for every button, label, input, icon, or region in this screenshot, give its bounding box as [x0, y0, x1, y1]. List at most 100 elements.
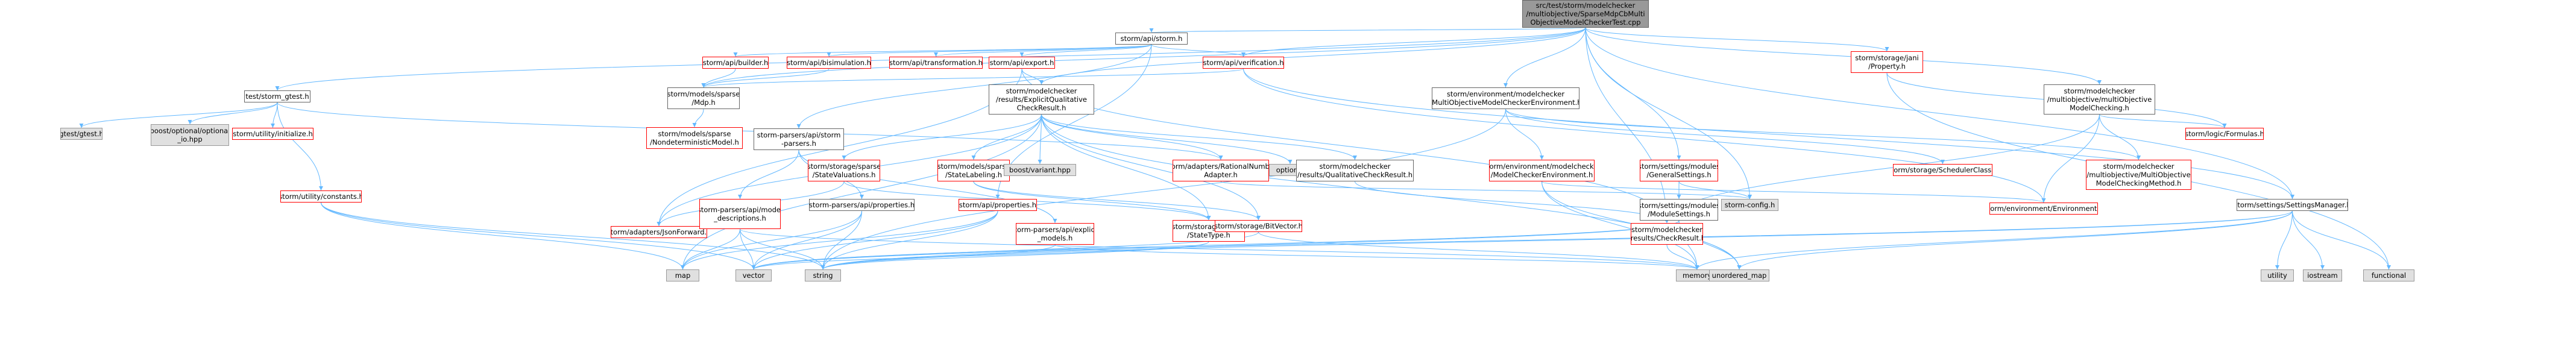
edge-storm_api_storm-to-storm_api_verification — [1151, 44, 1245, 57]
edge-storm_settings_manager-to-string — [820, 210, 2293, 270]
node-storm-api-builder[interactable]: storm/api/builder.h — [702, 57, 769, 69]
edge-storm_mc_multiobj_checking-to-storm_env_environment — [2041, 114, 2100, 203]
edge-storm_utility_constants-to-string — [321, 202, 825, 270]
node-storm-api-transformation[interactable]: storm/api/transformation.h — [889, 57, 983, 69]
edge-storm_api_storm-to-storm_api_transformation — [934, 44, 1152, 57]
edge-storm_mc_explicit_qual-to-storm_adapters_rational — [1041, 114, 1223, 160]
edge-root-to-storm_api_verification — [1241, 27, 1586, 57]
node-boost-optional-io: boost/optional/optional _io.hpp — [151, 124, 229, 146]
edge-storm_api_storm-to-storm_api_bisimulation — [827, 44, 1152, 57]
edge-storm_models_sparse_mdp-to-storm_models_sparse_nondet — [692, 108, 704, 128]
node-storm-mc-multiobj-method[interactable]: storm/modelchecker /multiobjective/Multi… — [2086, 160, 2191, 190]
edge-test_storm_gtest-to-boost_optional_io — [187, 102, 278, 125]
node-storm-env-modelchecker-env[interactable]: storm/environment/modelchecker /ModelChe… — [1489, 160, 1595, 181]
node-memory: memory — [1676, 269, 1718, 281]
node-test-storm-gtest[interactable]: test/storm_gtest.h — [244, 90, 310, 102]
node-storm-settings-general[interactable]: storm/settings/modules /GeneralSettings.… — [1640, 160, 1718, 181]
node-storm-env-environment[interactable]: storm/environment/Environment.h — [1989, 203, 2098, 215]
edge-storm_models_sparse_statelabeling-to-storm_storage_bitvector — [973, 181, 1261, 221]
edge-storm_env_multiobj_env-to-storm_storage_scheduler_class — [1505, 108, 1945, 165]
edge-storm_parsers_model_desc-to-map — [681, 228, 740, 270]
node-storm-models-sparse-nondet[interactable]: storm/models/sparse /NondeterministicMod… — [646, 127, 743, 149]
edge-storm_utility_constants-to-map — [321, 202, 685, 270]
edge-storm_mc_multiobj_checking-to-storm_logic_formulas — [2099, 114, 2227, 128]
edge-root-to-storm_mc_multiobj_checking — [1585, 27, 2102, 85]
edge-storm_env_multiobj_env-to-storm_env_modelchecker_env — [1505, 108, 1544, 160]
edge-storm_mc_multiobj_checking-to-storm_mc_multiobj_method — [2099, 114, 2141, 160]
node-storm-api-properties[interactable]: storm/api/properties.h — [959, 199, 1037, 211]
node-storm-models-sparse-statelabeling[interactable]: storm/models/sparse /StateLabeling.h — [937, 160, 1010, 181]
node-storm-utility-initialize[interactable]: storm/utility/initialize.h — [232, 128, 313, 140]
edge-storm_api_bisimulation-to-storm_models_sparse_mdp — [701, 68, 830, 88]
edge-storm_api_storm-to-storm_api_builder — [733, 44, 1152, 57]
edge-root-to-storm_models_sparse_mdp — [701, 27, 1586, 88]
edge-storm_api_export-to-storm_mc_explicit_qual — [1021, 68, 1044, 85]
node-root[interactable]: src/test/storm/modelchecker /multiobject… — [1522, 0, 1649, 28]
node-boost-variant: boost/variant.hpp — [1004, 164, 1076, 176]
edge-storm_api_storm-to-storm_api_export — [1019, 44, 1152, 57]
node-storm-settings-module[interactable]: storm/settings/modules /ModuleSettings.h — [1640, 199, 1718, 221]
edge-storm_settings_manager-to-utility — [2275, 210, 2293, 270]
node-storm-parsers-api-properties[interactable]: storm-parsers/api/properties.h — [809, 199, 915, 211]
edge-storm_env_multiobj_env-to-storm_mc_multiobj_method — [1505, 108, 2141, 160]
node-storm-adapters-json[interactable]: storm/adapters/JsonForward.h — [611, 226, 707, 238]
node-string: string — [805, 269, 841, 281]
node-utility: utility — [2261, 269, 2294, 281]
node-storm-parsers-model-desc[interactable]: storm-parsers/api/model _descriptions.h — [699, 199, 781, 229]
edge-storm_env_modelchecker_env-to-memory — [1542, 181, 1699, 270]
node-storm-config: storm-config.h — [1721, 199, 1778, 211]
edge-root-to-storm_storage_jani_property — [1585, 27, 1889, 52]
node-storm-mc-multiobj-checking[interactable]: storm/modelchecker /multiobjective/multi… — [2044, 84, 2155, 115]
edge-storm_settings_manager-to-memory — [1695, 210, 2293, 270]
node-storm-adapters-rational[interactable]: storm/adapters/RationalNumber Adapter.h — [1173, 160, 1269, 181]
node-storm-mc-checkresult[interactable]: storm/modelchecker /results/CheckResult.… — [1631, 223, 1703, 245]
node-storm-logic-formulas[interactable]: storm/logic/Formulas.h — [2185, 128, 2264, 140]
edge-storm_parsers_api_properties-to-map — [681, 210, 862, 270]
node-storm-env-multiobj-env[interactable]: storm/environment/modelchecker /MultiObj… — [1432, 87, 1579, 109]
edge-storm_adapters_rational-to-storm_config — [1220, 181, 1752, 200]
node-storm-parsers-api-storm-parsers[interactable]: storm-parsers/api/storm -parsers.h — [754, 128, 844, 150]
edge-root-to-storm_api_storm — [1150, 27, 1586, 33]
node-storm-api-bisimulation[interactable]: storm/api/bisimulation.h — [787, 57, 871, 69]
node-storm-storage-scheduler-class[interactable]: storm/storage/SchedulerClass.h — [1893, 164, 1992, 176]
node-functional: functional — [2363, 269, 2414, 281]
edge-storm_env_multiobj_env-to-string — [820, 108, 1506, 270]
edge-storm_mc_explicit_qual-to-storm_models_sparse_statelabeling — [971, 114, 1042, 160]
edge-root-to-storm_settings_manager — [1585, 27, 2294, 200]
edge-test_storm_gtest-to-storm_adapters_rational — [277, 102, 1223, 160]
node-storm-storage-sparse-statevaluations[interactable]: storm/storage/sparse /StateValuations.h — [808, 160, 880, 181]
edge-test_storm_gtest-to-storm_utility_constants — [277, 102, 323, 191]
node-storm-api-verification[interactable]: storm/api/verification.h — [1203, 57, 1284, 69]
node-storm-models-sparse-mdp[interactable]: storm/models/sparse /Mdp.h — [667, 87, 740, 109]
edge-storm_parsers_model_desc-to-string — [740, 228, 825, 270]
node-storm-parsers-explicit-models[interactable]: storm-parsers/api/explicit _models.h — [1016, 223, 1094, 245]
node-map: map — [666, 269, 699, 281]
edge-storm_settings_manager-to-unordered_map — [1737, 210, 2293, 270]
edge-storm_api_properties-to-vector — [751, 210, 998, 270]
node-unordered-map: unordered_map — [1709, 269, 1769, 281]
node-storm-settings-manager[interactable]: storm/settings/SettingsManager.h — [2237, 199, 2348, 211]
edge-storm_parsers_explicit_models-to-memory — [1054, 244, 1699, 270]
edge-storm_settings_manager-to-functional — [2292, 210, 2391, 270]
edge-storm_api_verification-to-storm_models_sparse_mdp — [701, 68, 1244, 88]
edge-storm_parsers_model_desc-to-vector — [740, 228, 756, 270]
edge-root-to-storm_config — [1585, 27, 1752, 200]
edge-storm_api_storm-to-storm_parsers_api_storm_parsers — [796, 44, 1152, 129]
node-storm-api-storm[interactable]: storm/api/storm.h — [1115, 33, 1188, 45]
edge-storm_api_properties-to-string — [820, 210, 998, 270]
edge-storm_env_modelchecker_env-to-storm_env_environment — [1542, 181, 2046, 203]
edge-root-to-storm_env_multiobj_env — [1504, 27, 1586, 88]
node-storm-storage-bitvector[interactable]: storm/storage/BitVector.h — [1215, 220, 1302, 232]
edge-storm_mc_explicit_qual-to-optional — [1041, 114, 1293, 165]
edge-storm_mc_explicit_qual-to-storm_storage_sparse_statevaluations — [842, 114, 1042, 160]
node-storm-mc-qual-checkresult[interactable]: storm/modelchecker /results/QualitativeC… — [1296, 160, 1414, 181]
node-storm-mc-explicit-qual[interactable]: storm/modelchecker /results/ExplicitQual… — [989, 84, 1094, 115]
edge-storm_settings_module-to-string — [820, 220, 1680, 270]
node-storm-storage-jani-property[interactable]: storm/storage/jani /Property.h — [1851, 51, 1923, 73]
node-storm-api-export[interactable]: storm/api/export.h — [989, 57, 1055, 69]
edge-storm_mc_explicit_qual-to-storm_storage_bitvector — [1041, 114, 1261, 221]
edge-storm_storage_bitvector-to-memory — [1258, 231, 1699, 270]
node-storm-utility-constants[interactable]: storm/utility/constants.h — [280, 190, 362, 203]
